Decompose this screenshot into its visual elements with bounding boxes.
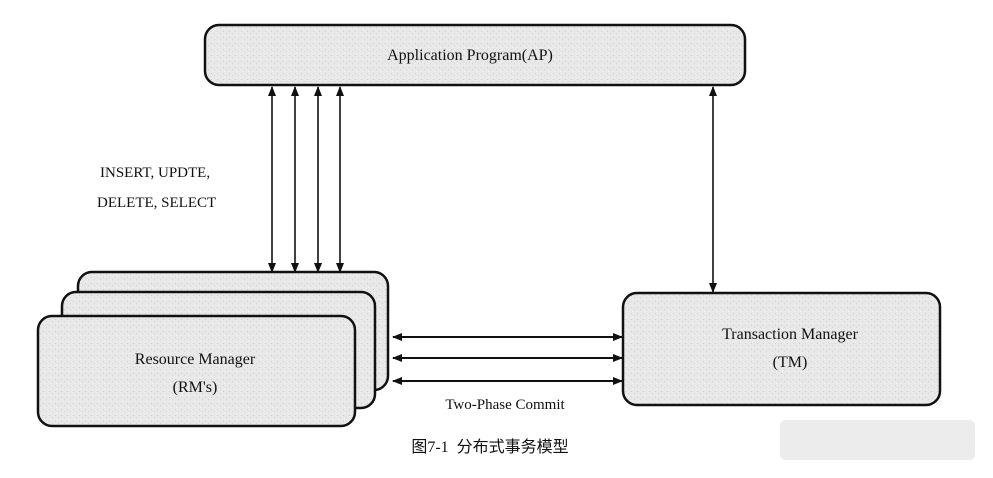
two-phase-commit-arrows bbox=[392, 333, 623, 385]
rm-label-2: (RM's) bbox=[173, 379, 218, 396]
ap-label: Application Program(AP) bbox=[387, 47, 553, 64]
tm-box bbox=[621, 291, 942, 407]
figure-caption: 图7-1 分布式事务模型 bbox=[411, 438, 568, 456]
rm-box-front bbox=[36, 314, 357, 428]
rm-label-1: Resource Manager bbox=[135, 351, 256, 368]
tm-label-1: Transaction Manager bbox=[722, 326, 858, 343]
ops-label-2: DELETE, SELECT bbox=[97, 195, 216, 211]
sql-arrows bbox=[268, 86, 344, 273]
tm-label-2: (TM) bbox=[773, 354, 808, 371]
blurred-watermark bbox=[780, 420, 975, 460]
ap-box bbox=[203, 23, 747, 87]
two-phase-commit-label: Two-Phase Commit bbox=[445, 397, 565, 413]
ops-label-1: INSERT, UPDTE, bbox=[100, 165, 210, 181]
